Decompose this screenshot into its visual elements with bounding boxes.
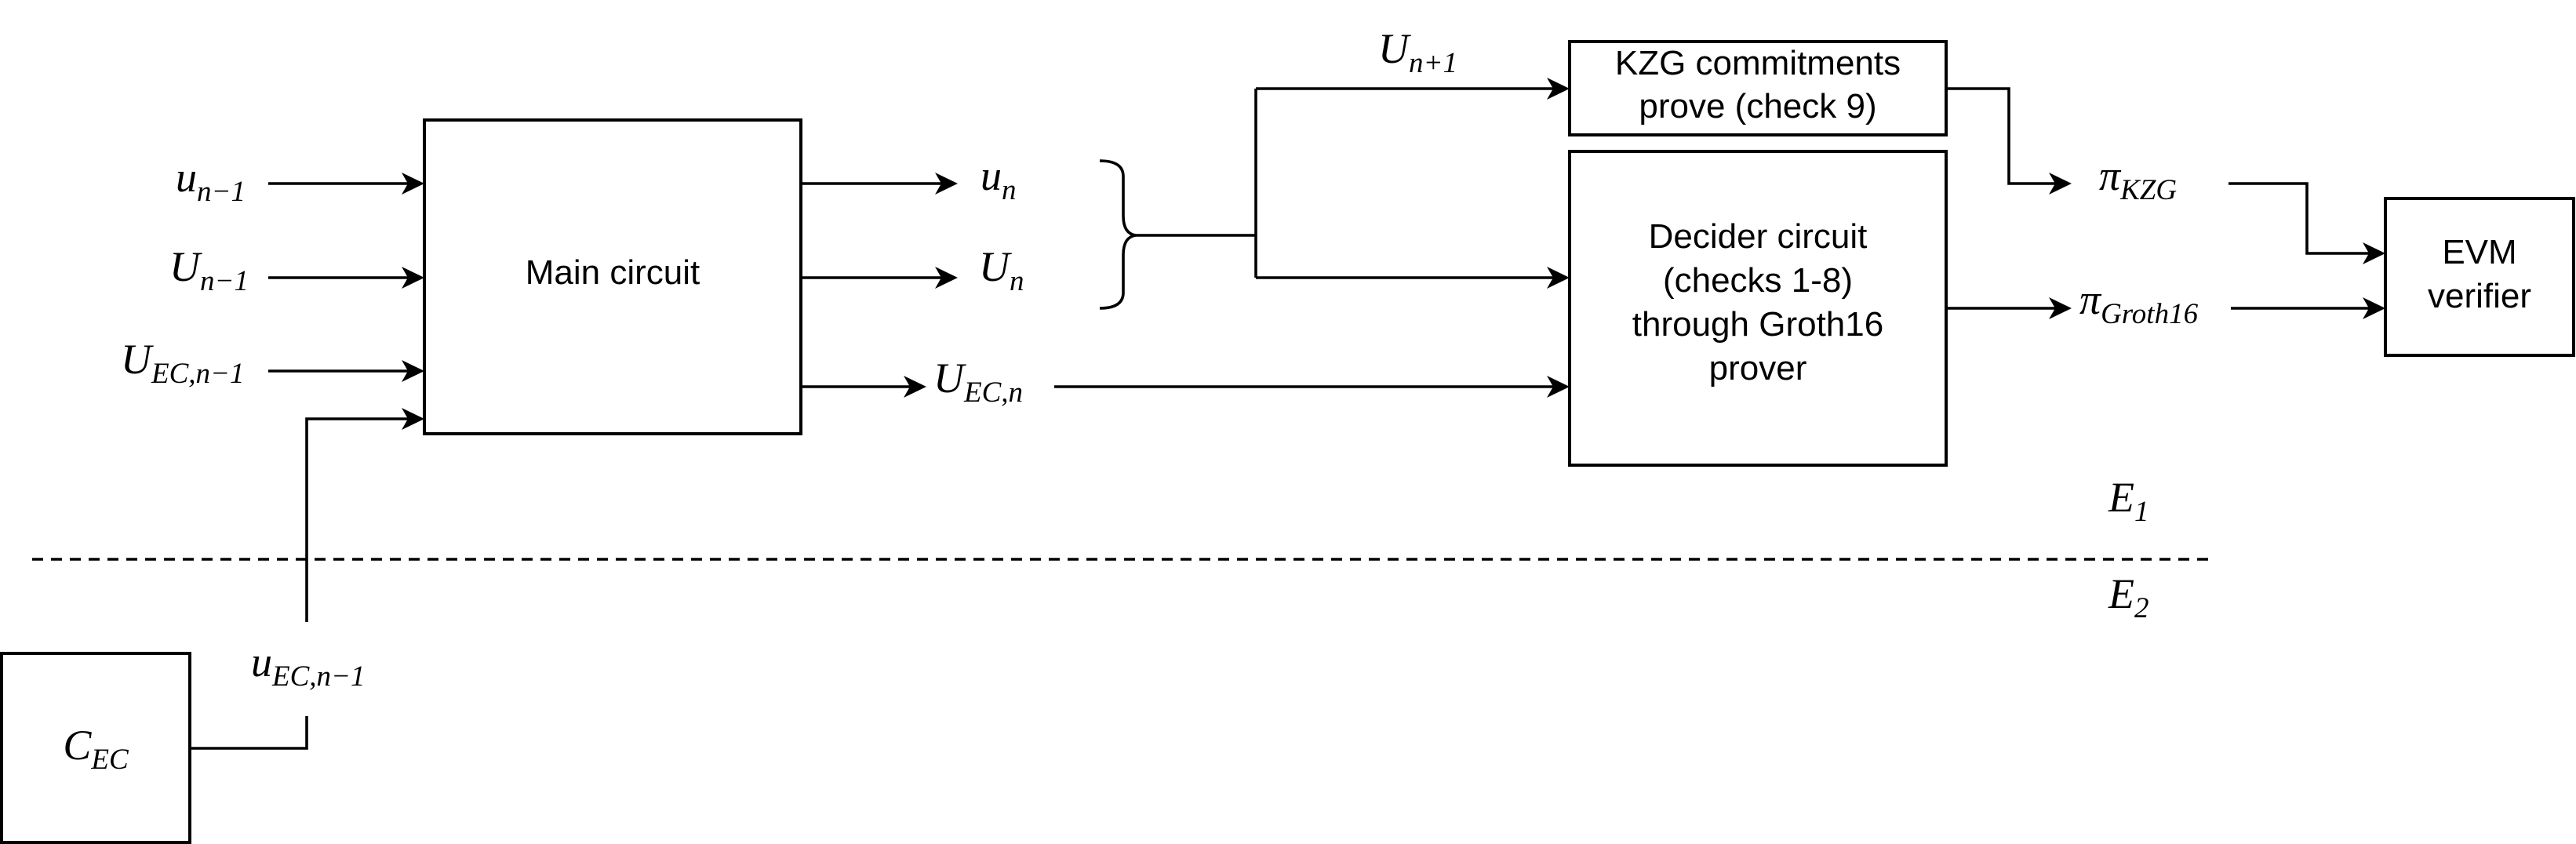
decider-label-line2: (checks 1-8) <box>1663 261 1853 300</box>
brace <box>1099 159 1137 310</box>
decider-label-line1: Decider circuit <box>1649 217 1868 256</box>
main-circuit-box <box>423 118 802 435</box>
label-pi-groth16: πGroth16 <box>2079 276 2199 330</box>
label-UEC-prev: UEC,n−1 <box>121 336 245 390</box>
evm-label-line1: EVM <box>2442 233 2516 271</box>
decider-label-line4: prover <box>1709 349 1807 387</box>
decider-label-line3: through Groth16 <box>1632 305 1883 344</box>
arrowhead <box>402 408 424 430</box>
label-u-n: un <box>981 152 1017 206</box>
evm-label-line2: verifier <box>2428 277 2531 315</box>
kzg-label-line1: KZG commitments <box>1615 44 1901 82</box>
label-UEC-n: UEC,n <box>933 355 1023 409</box>
arrowhead <box>935 173 958 195</box>
cec-label: CEC <box>63 722 129 776</box>
main-circuit-label: Main circuit <box>526 253 700 292</box>
label-curve-e1: E1 <box>2108 474 2149 528</box>
label-U-next: Un+1 <box>1378 25 1457 79</box>
arrowhead <box>402 360 424 382</box>
arrowhead <box>402 267 424 289</box>
arrowhead <box>1547 376 1570 398</box>
label-U-n: Un <box>979 243 1024 297</box>
evm-verifier-box <box>2384 197 2575 357</box>
arrowhead <box>2049 173 2072 195</box>
wire-kzg-out <box>1946 87 2055 185</box>
wire-uEC-prev <box>305 417 408 622</box>
label-uEC-prev: uEC,n−1 <box>251 638 366 693</box>
kzg-commitments-box <box>1568 40 1948 136</box>
arrowhead <box>2049 297 2072 319</box>
wire-pi-kzg-to-evm <box>2229 182 2369 255</box>
arrowhead <box>935 267 958 289</box>
arrowhead <box>1547 267 1570 289</box>
label-curve-e2: E2 <box>2108 570 2149 624</box>
label-U-prev: Un−1 <box>169 243 249 297</box>
label-pi-kzg: πKZG <box>2099 152 2177 206</box>
arrowhead <box>2363 297 2385 319</box>
arrowhead <box>402 173 424 195</box>
wire-cec-out <box>190 716 308 750</box>
kzg-label-line2: prove (check 9) <box>1639 87 1876 126</box>
cec-box <box>0 652 191 844</box>
arrowhead <box>1547 78 1570 100</box>
arrowhead <box>904 376 926 398</box>
decider-circuit-box <box>1568 150 1948 467</box>
label-u-prev: un−1 <box>176 154 246 208</box>
arrowhead <box>2363 242 2385 264</box>
